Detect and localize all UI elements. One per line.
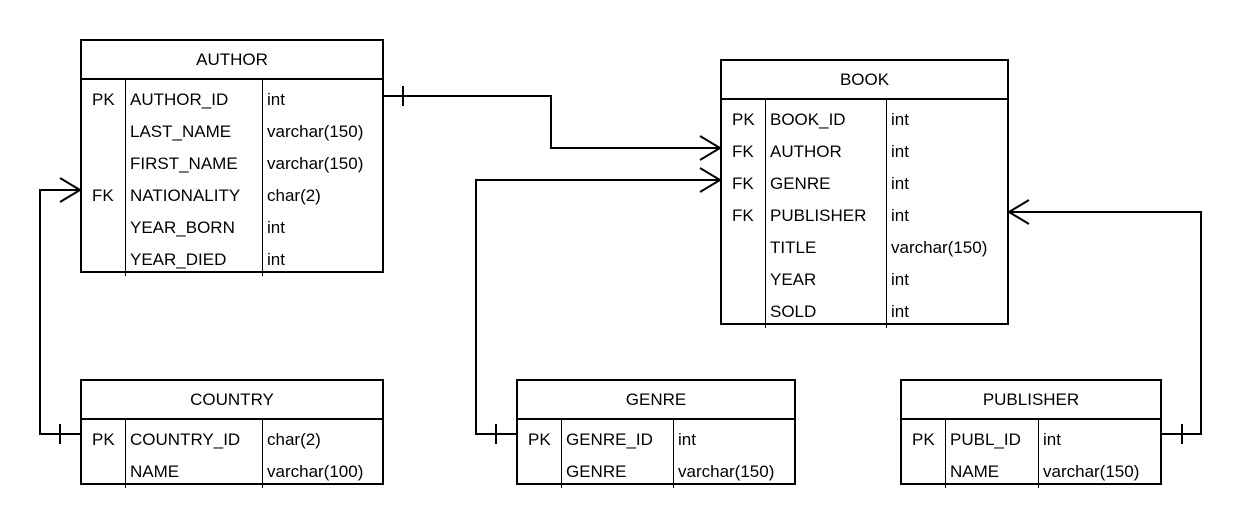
- field-type: varchar(150): [267, 122, 364, 141]
- field-row: PK BOOK_ID int: [722, 104, 1007, 136]
- entity-title: BOOK: [722, 61, 1007, 100]
- relationship-line-country-author: [39, 189, 82, 435]
- field-type: int: [891, 174, 909, 193]
- column-divider: [125, 80, 126, 276]
- field-row: PK AUTHOR_ID int: [82, 84, 382, 116]
- field-name: YEAR_DIED: [130, 250, 227, 269]
- field-row: LAST_NAME varchar(150): [82, 116, 382, 148]
- field-name: AUTHOR: [770, 142, 842, 161]
- entity-body: PK COUNTRY_ID char(2) NAME varchar(100): [82, 420, 382, 488]
- field-name: SOLD: [770, 302, 817, 321]
- entity-country[interactable]: COUNTRY PK COUNTRY_ID char(2) NAME varchar(1…: [80, 379, 384, 488]
- key-badge: FK: [732, 206, 754, 225]
- relationship-line-author-book: [384, 95, 720, 149]
- key-badge: FK: [732, 174, 754, 193]
- entity-title: PUBLISHER: [902, 381, 1160, 420]
- entity-title: GENRE: [518, 381, 794, 420]
- column-divider: [561, 420, 562, 488]
- field-name: PUBLISHER: [770, 206, 867, 225]
- field-row: NAME varchar(100): [82, 456, 382, 488]
- field-name: COUNTRY_ID: [130, 430, 241, 449]
- field-name: LAST_NAME: [130, 122, 232, 141]
- field-type: int: [891, 142, 909, 161]
- field-name: YEAR_BORN: [130, 218, 235, 237]
- column-divider: [262, 80, 263, 276]
- field-row: PK GENRE_ID int: [518, 424, 794, 456]
- field-type: int: [1043, 430, 1061, 449]
- field-row: TITLE varchar(150): [722, 232, 1007, 264]
- field-type: int: [267, 90, 285, 109]
- field-name: BOOK_ID: [770, 110, 846, 129]
- key-badge: FK: [732, 142, 754, 161]
- field-type: varchar(150): [1043, 462, 1140, 481]
- column-divider: [125, 420, 126, 488]
- field-row: FIRST_NAME varchar(150): [82, 148, 382, 180]
- field-type: varchar(150): [267, 154, 364, 173]
- field-row: YEAR_DIED int: [82, 244, 382, 276]
- field-row: NAME varchar(150): [902, 456, 1160, 488]
- key-badge: PK: [528, 430, 551, 449]
- field-type: varchar(150): [891, 238, 988, 257]
- field-row: PK COUNTRY_ID char(2): [82, 424, 382, 456]
- entity-title: COUNTRY: [82, 381, 382, 420]
- field-row: YEAR_BORN int: [82, 212, 382, 244]
- column-divider: [673, 420, 674, 488]
- field-row: FK NATIONALITY char(2): [82, 180, 382, 212]
- field-name: GENRE: [566, 462, 627, 481]
- column-divider: [765, 100, 766, 328]
- field-type: int: [891, 206, 909, 225]
- field-name: NAME: [950, 462, 1000, 481]
- column-divider: [886, 100, 887, 328]
- field-name: AUTHOR_ID: [130, 90, 229, 109]
- field-type: int: [891, 302, 909, 321]
- field-row: GENRE varchar(150): [518, 456, 794, 488]
- field-row: YEAR int: [722, 264, 1007, 296]
- entity-title: AUTHOR: [82, 41, 382, 80]
- field-name: FIRST_NAME: [130, 154, 238, 173]
- field-row: FK PUBLISHER int: [722, 200, 1007, 232]
- column-divider: [262, 420, 263, 488]
- field-type: varchar(150): [678, 462, 775, 481]
- column-divider: [1038, 420, 1039, 488]
- key-badge: PK: [92, 430, 115, 449]
- key-badge: FK: [92, 186, 114, 205]
- field-type: varchar(100): [267, 462, 364, 481]
- key-badge: PK: [732, 110, 755, 129]
- field-type: int: [891, 270, 909, 289]
- field-type: int: [891, 110, 909, 129]
- field-type: char(2): [267, 186, 321, 205]
- field-type: char(2): [267, 430, 321, 449]
- key-badge: PK: [92, 90, 115, 109]
- field-name: PUBL_ID: [950, 430, 1021, 449]
- field-name: YEAR: [770, 270, 817, 289]
- column-divider: [945, 420, 946, 488]
- many-crowfoot-mark: [1007, 199, 1030, 225]
- field-name: GENRE_ID: [566, 430, 653, 449]
- field-name: NAME: [130, 462, 180, 481]
- field-row: FK AUTHOR int: [722, 136, 1007, 168]
- field-name: GENRE: [770, 174, 831, 193]
- field-type: int: [267, 218, 285, 237]
- key-badge: PK: [912, 430, 935, 449]
- field-row: SOLD int: [722, 296, 1007, 328]
- field-type: int: [678, 430, 696, 449]
- field-name: NATIONALITY: [130, 186, 241, 205]
- field-row: FK GENRE int: [722, 168, 1007, 200]
- field-type: int: [267, 250, 285, 269]
- field-row: PK PUBL_ID int: [902, 424, 1160, 456]
- field-name: TITLE: [770, 238, 817, 257]
